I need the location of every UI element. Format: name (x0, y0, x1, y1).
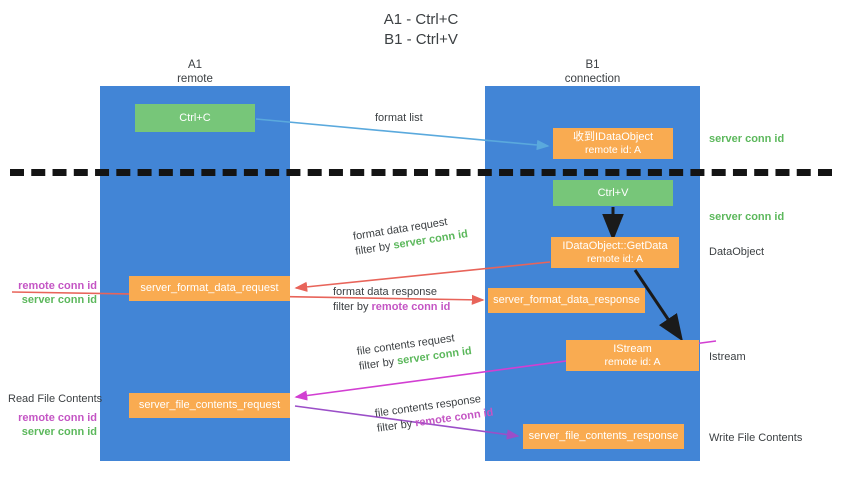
annotation-dataobject: DataObject (709, 246, 765, 258)
annotation-remote-conn-id-b: remote conn id (18, 412, 97, 424)
column-b1-name: B1 (585, 59, 600, 71)
node-server-format-data-response[interactable]: server_format_data_response (488, 288, 645, 313)
edge-label-file-contents-request: file contents request filter by server c… (356, 329, 473, 375)
edge-label-format-list: format list (375, 111, 423, 126)
node-sfcreq-label: server_file_contents_request (138, 399, 281, 411)
node-ctrl-c[interactable]: Ctrl+C (135, 104, 255, 132)
edge-label-format-data-response: format data response filter by remote co… (333, 285, 450, 315)
annotation-server-conn-id-top: server conn id (709, 133, 785, 145)
edge-fdres-key: remote conn id (371, 301, 451, 313)
annotation-write-file-contents: Write File Contents (709, 432, 803, 444)
node-getdata-sub: remote id: A (586, 252, 644, 265)
node-server-format-data-request[interactable]: server_format_data_request (129, 276, 290, 301)
node-getdata[interactable]: IDataObject::GetData remote id: A (551, 237, 679, 268)
node-ctrl-c-label: Ctrl+C (179, 111, 211, 124)
annotation-server-conn-id-a: server conn id (21, 294, 97, 306)
annotation-remote-conn-id-a: remote conn id (18, 280, 97, 292)
node-ctrl-v[interactable]: Ctrl+V (553, 180, 673, 206)
column-b1-role: connection (564, 73, 621, 85)
annotation-istream: Istream (709, 351, 746, 363)
annotation-server-conn-id-b: server conn id (21, 426, 97, 438)
node-idataobject-label: 收到IDataObject (572, 130, 654, 143)
edge-format-list-text: format list (375, 112, 423, 124)
node-istream[interactable]: IStream remote id: A (566, 340, 699, 371)
column-a1-name: A1 (187, 59, 203, 71)
node-server-file-contents-response[interactable]: server_file_contents_response (523, 424, 684, 449)
edge-label-format-data-request: format data request filter by server con… (352, 212, 469, 259)
node-sfdres-label: server_format_data_response (493, 294, 640, 306)
annotation-read-file-contents: Read File Contents (8, 393, 103, 405)
phase-separator (10, 169, 832, 176)
annotation-server-conn-id-mid: server conn id (709, 211, 785, 223)
node-sfcres-label: server_file_contents_response (528, 430, 679, 442)
column-header-b1: B1 connection (485, 58, 700, 86)
column-a1-role: remote (177, 73, 213, 85)
edge-fdres-prefix: filter by (333, 301, 372, 313)
node-idataobject-received[interactable]: 收到IDataObject remote id: A (553, 128, 673, 159)
title-line-1: A1 - Ctrl+C (383, 11, 459, 28)
node-sfdreq-label: server_format_data_request (140, 282, 279, 294)
node-istream-sub: remote id: A (604, 355, 661, 368)
edge-fcreq-prefix: filter by (358, 355, 399, 373)
column-header-a1: A1 remote (100, 58, 290, 86)
node-getdata-label: IDataObject::GetData (562, 239, 668, 252)
annotation-conn-ids-upper: remote conn id server conn id (10, 279, 97, 307)
node-idataobject-sub: remote id: A (584, 143, 642, 156)
title-line-2: B1 - Ctrl+V (384, 31, 458, 48)
node-server-file-contents-request[interactable]: server_file_contents_request (129, 393, 290, 418)
edge-fdres-line1: format data response (333, 286, 437, 298)
edge-label-file-contents-response: file contents response filter by remote … (374, 391, 494, 437)
edge-fcres-prefix: filter by (376, 417, 417, 435)
node-ctrl-v-label: Ctrl+V (597, 186, 629, 199)
annotation-conn-ids-lower: remote conn id server conn id (10, 411, 97, 439)
page-title: A1 - Ctrl+C B1 - Ctrl+V (0, 10, 842, 50)
node-istream-label: IStream (613, 342, 652, 355)
edge-fdres-line2: filter by remote conn id (333, 300, 450, 315)
